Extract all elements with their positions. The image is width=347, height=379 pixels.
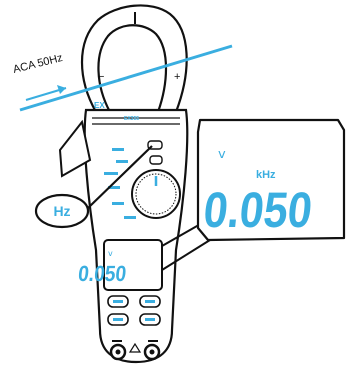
func-button-3-label xyxy=(113,318,123,321)
button-legend-1 xyxy=(112,148,124,151)
hold-button[interactable] xyxy=(150,156,162,164)
zoom-unit: kHz xyxy=(256,169,276,181)
v-jack-hole xyxy=(150,350,155,355)
meter-body: EX EX355 ⅴ 0.050 xyxy=(60,101,187,362)
func-button-1-label xyxy=(113,300,123,303)
brand-mark: EX xyxy=(94,101,105,110)
v-legend xyxy=(148,340,158,342)
zoom-indicator: ⅴ xyxy=(218,146,226,161)
jaw-plus-mark: + xyxy=(174,71,180,83)
hz-callout-label: Hz xyxy=(53,203,70,219)
clamp-jaws: − + xyxy=(82,5,187,112)
zoom-reading: 0.050 xyxy=(201,182,315,238)
dial-legend-1 xyxy=(104,172,118,175)
meter-lcd-indicator: ⅴ xyxy=(108,249,113,258)
lcd-zoom-callout: ⅴ kHz 0.050 xyxy=(162,120,344,270)
com-jack-hole xyxy=(116,350,121,355)
signal-label: ACA 50Hz xyxy=(12,52,64,76)
model-text: EX355 xyxy=(124,116,139,122)
button-legend-2 xyxy=(116,160,128,163)
com-legend xyxy=(112,340,122,342)
dial-legend-3 xyxy=(112,202,124,205)
dial-legend-4 xyxy=(124,216,136,219)
func-button-4-label xyxy=(145,318,155,321)
jaw-minus-mark: − xyxy=(98,71,104,83)
body-outline xyxy=(85,110,188,362)
func-button-2-label xyxy=(145,300,155,303)
meter-lcd-reading: 0.050 xyxy=(77,261,128,286)
